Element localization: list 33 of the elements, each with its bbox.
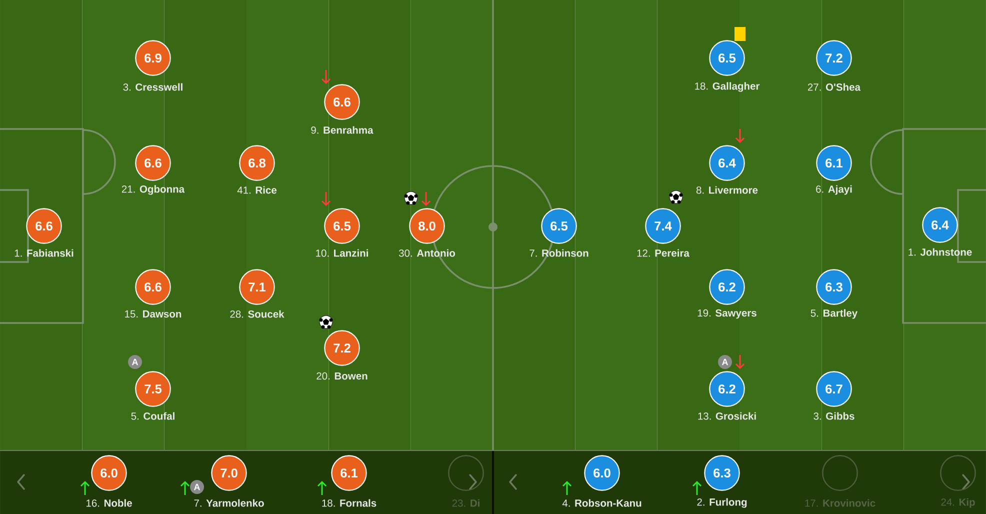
player-name: 9. Benrahma <box>311 126 374 134</box>
player-name: 3. Cresswell <box>123 83 182 91</box>
player-name: 30. Antonio <box>398 249 456 257</box>
player-name: 1. Johnstone <box>908 248 972 256</box>
player-name: 18. Fornals <box>322 499 376 507</box>
letter-badge: A <box>718 355 732 369</box>
player-name: 6. Ajayi <box>816 185 852 195</box>
letter-badge: A <box>128 355 142 369</box>
player-name: 15. Dawson <box>125 310 182 318</box>
player-name: 24. Kip <box>941 498 975 508</box>
player-name: 13. Grosicki <box>698 412 756 420</box>
player-name: 17. Krovinovic <box>805 499 876 507</box>
player-name: 8. Livermore <box>696 186 758 194</box>
player-name: 21. Ogbonna <box>122 185 185 195</box>
player-name: 16. Noble <box>86 499 132 507</box>
player-name: 12. Pereira <box>637 249 690 257</box>
player-name: 4. Robson-Kanu <box>562 499 642 507</box>
player-name: 7. Robinson <box>530 249 588 257</box>
player-name: 3. Gibbs <box>814 412 854 420</box>
player-name: 5. Coufal <box>131 412 174 420</box>
player-name: 28. Soucek <box>230 310 284 318</box>
player-name: 18. Gallagher <box>695 82 760 92</box>
player-name: 41. Rice <box>237 186 277 194</box>
player-name: 2. Furlong <box>697 498 747 508</box>
player-name: 27. O'Shea <box>808 83 861 91</box>
player-name: 20. Bowen <box>316 372 368 380</box>
player-name: 1. Fabianski <box>14 249 74 257</box>
player-name: 19. Sawyers <box>698 309 756 319</box>
player-name: 7. Yarmolenko <box>194 499 264 507</box>
player-name: 23. Di <box>452 499 480 507</box>
player-name: 5. Bartley <box>810 309 858 319</box>
letter-badge: A <box>190 480 204 494</box>
player-name: 10. Lanzini <box>316 249 368 257</box>
